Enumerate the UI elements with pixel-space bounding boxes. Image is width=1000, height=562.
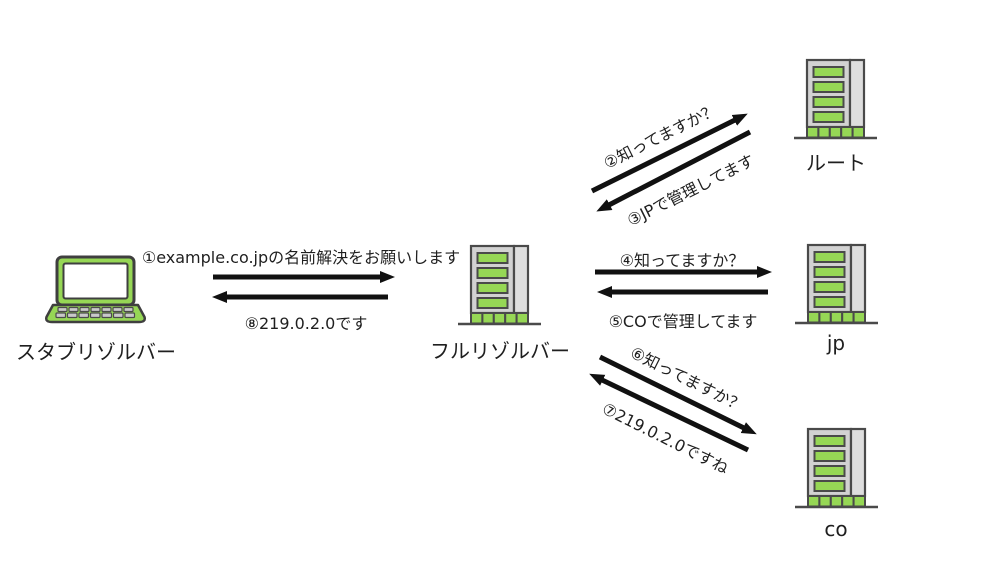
label-co-server: co [824, 517, 848, 541]
building-icon-co [795, 427, 878, 509]
label-full-resolver: フルリゾルバー [430, 339, 570, 363]
laptop-screen [62, 262, 129, 300]
building-icon-jp [795, 243, 878, 325]
label-jp-server: jp [826, 331, 846, 355]
laptop-keyboard [55, 306, 136, 319]
message-step8: ⑧219.0.2.0です [244, 314, 368, 333]
arrow-step6 [598, 354, 757, 435]
message-step1: ①example.co.jpの名前解決をお願いします [141, 248, 461, 267]
message-step5: ⑤COで管理してます [608, 312, 758, 331]
label-stub-resolver: スタブリゾルバー [16, 340, 176, 364]
arrow-step7 [589, 373, 750, 453]
arrow-step2 [590, 113, 748, 194]
building-icon-full-resolver [458, 244, 541, 326]
message-step4: ④知ってますか？ [619, 251, 745, 270]
arrows [212, 113, 772, 453]
arrow-step3 [596, 129, 752, 212]
laptop-icon [45, 255, 146, 324]
label-root-server: ルート [806, 151, 866, 175]
building-icon-root [794, 58, 877, 140]
